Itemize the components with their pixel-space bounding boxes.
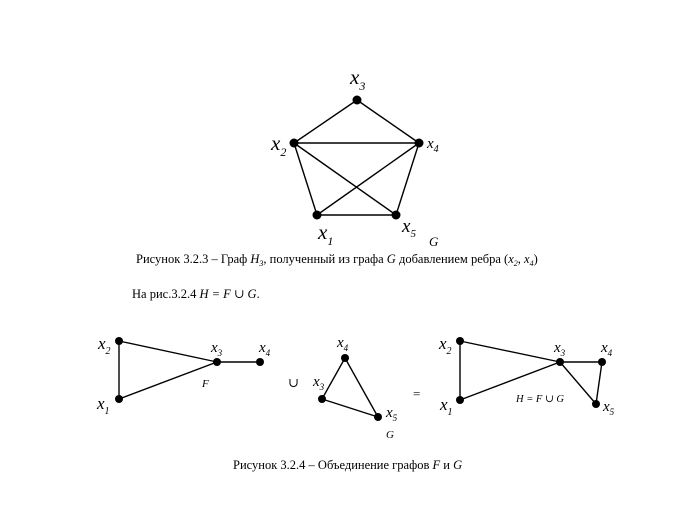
vertex-f-x1 (115, 395, 123, 403)
vertex-label-g-x5: x5 (385, 405, 398, 423)
vertex-label-x1: x1 (317, 220, 333, 248)
vertex-label-x2: x2 (270, 131, 286, 159)
vertex-label-x3: x3 (349, 65, 365, 93)
vertex-f-x2 (115, 337, 123, 345)
vertex-x3 (352, 95, 362, 105)
graph-h: x2 x1 x3 x4 x5 H = F ∪ G (438, 334, 615, 418)
edge-f-x2-x3 (118, 340, 218, 363)
vertex-h-x3 (556, 358, 564, 366)
vertex-label-g-x3: x3 (312, 374, 325, 392)
vertex-label-x4: x4 (426, 136, 439, 155)
vertex-g-x4 (341, 354, 349, 362)
edge-x2-x1 (293, 142, 318, 216)
vertex-label-h-x1: x1 (439, 395, 453, 418)
graph-label-g: G (429, 234, 439, 249)
vertex-label-f-x1: x1 (96, 394, 110, 417)
graph-f: x2 x1 x3 x4 F (96, 334, 271, 417)
edge-x3-x4 (356, 99, 420, 144)
graph-label-f: F (201, 378, 209, 390)
vertex-h-x5 (592, 400, 600, 408)
vertex-label-f-x4: x4 (258, 340, 271, 358)
edge-g-x3-x5 (321, 398, 379, 418)
figure-caption-3-2-3: Рисунок 3.2.3 – Граф H3, полученный из г… (136, 252, 538, 268)
graph-g: x4 x3 x5 G (312, 335, 398, 441)
vertex-label-x5: x5 (401, 216, 416, 240)
edge-h-x2-x3 (459, 340, 561, 363)
vertex-f-x3 (213, 358, 221, 366)
edge-f-x1-x3 (118, 361, 218, 400)
vertex-label-h-x3: x3 (553, 340, 566, 358)
vertex-h-x1 (456, 396, 464, 404)
vertex-label-h-x5: x5 (602, 399, 615, 417)
figure-caption-3-2-4: Рисунок 3.2.4 – Объединение графов F и G (233, 458, 462, 472)
vertex-f-x4 (256, 358, 264, 366)
text-line-union: На рис.3.2.4 H = F ∪ G. (132, 287, 260, 301)
vertex-g-x3 (318, 395, 326, 403)
equals-sign: = (413, 386, 420, 401)
vertex-label-h-x4: x4 (600, 340, 613, 358)
edge-x2-x5 (293, 142, 397, 216)
vertex-label-f-x3: x3 (210, 340, 223, 358)
vertex-h-x2 (456, 337, 464, 345)
edge-g-x4-x3 (321, 357, 346, 400)
edge-g-x4-x5 (344, 357, 379, 418)
graph-label-g-small: G (386, 429, 394, 441)
vertex-x4 (414, 138, 424, 148)
edge-x4-x1 (316, 142, 420, 216)
union-sign: ∪ (288, 375, 299, 390)
vertex-x1 (312, 210, 322, 220)
graph-h3: x3 x2 x4 x1 x5 G (270, 65, 439, 249)
edge-h-x3-x5 (559, 361, 597, 405)
vertex-label-f-x2: x2 (97, 334, 111, 357)
edge-h-x1-x3 (459, 361, 561, 401)
vertex-label-g-x4: x4 (336, 335, 349, 353)
edge-x4-x5 (395, 142, 420, 216)
vertex-x5 (391, 210, 401, 220)
graph-label-h: H = F ∪ G (515, 394, 564, 405)
vertex-x2 (289, 138, 299, 148)
edge-h-x4-x5 (595, 361, 603, 405)
vertex-g-x5 (374, 413, 382, 421)
vertex-label-h-x2: x2 (438, 334, 452, 357)
vertex-h-x4 (598, 358, 606, 366)
edge-x2-x3 (293, 99, 358, 144)
